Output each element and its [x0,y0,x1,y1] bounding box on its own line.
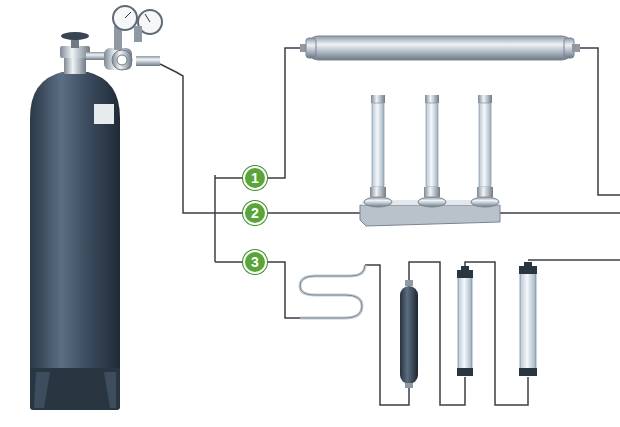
callout-number: 1 [243,166,267,190]
pressure-regulator [104,6,162,70]
gas-pipes [160,48,620,405]
callout-text: 1 [251,171,259,185]
trap-cartridges [400,262,537,388]
callout-number: 2 [243,201,267,225]
gas-cylinder [30,32,120,410]
callout-text: 3 [251,255,259,269]
long-column [300,36,580,60]
capillary-coil-edge [300,265,365,318]
callout-number: 3 [243,250,267,274]
callout-text: 2 [251,206,259,220]
flowmeter-bank [360,95,500,226]
capillary-coil [300,265,365,318]
